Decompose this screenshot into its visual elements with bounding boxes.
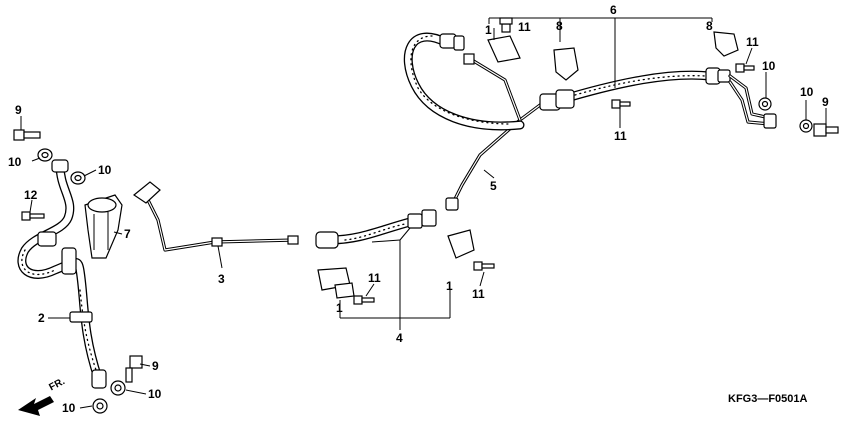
- hose-bracket: [553, 47, 579, 81]
- bolt-icon: [611, 99, 631, 109]
- callout-10: 10: [62, 401, 76, 415]
- hose-joint: [61, 247, 77, 275]
- callout-6: 6: [610, 3, 617, 17]
- middle-brake-hose: [315, 209, 437, 249]
- callout-3: 3: [218, 272, 225, 286]
- banjo-fitting: [51, 159, 69, 173]
- callout-12: 12: [24, 188, 38, 202]
- hose-bracket: [84, 194, 123, 259]
- callout-11: 11: [472, 287, 485, 301]
- callout-5: 5: [490, 179, 497, 193]
- callout-1: 1: [336, 301, 343, 315]
- sealing-washer-icon: [799, 119, 813, 133]
- callout-11: 11: [746, 35, 759, 49]
- callout-4: 4: [396, 331, 403, 345]
- hose-clamp: [447, 229, 475, 259]
- banjo-bolt-icon: [13, 129, 41, 141]
- banjo-bolt-icon: [125, 355, 143, 383]
- callout-10: 10: [98, 163, 112, 177]
- banjo-fitting: [91, 369, 107, 389]
- hose-bracket: [713, 31, 739, 57]
- hose-joint: [37, 231, 57, 247]
- bolt-icon: [735, 63, 755, 73]
- upper-brake-hose: [403, 32, 525, 131]
- callout-1: 1: [485, 23, 492, 37]
- callout-10: 10: [800, 85, 814, 99]
- callout-10: 10: [8, 155, 22, 169]
- callout-7: 7: [124, 227, 131, 241]
- callout-labels: 9 10 10 12 7 2 3 9 10 10 5 4 1 1 11 11 1…: [8, 3, 829, 415]
- callout-11: 11: [368, 271, 381, 285]
- front-direction-arrow-icon: FR.: [18, 376, 67, 416]
- sealing-washer-icon: [758, 97, 772, 111]
- bolt-icon: [21, 211, 45, 221]
- leader-lines: [20, 17, 827, 409]
- callout-10: 10: [148, 387, 162, 401]
- callout-9: 9: [15, 103, 22, 117]
- bolt-icon: [353, 295, 375, 305]
- hose-clamp: [69, 311, 93, 323]
- brake-pipe: [132, 181, 299, 252]
- sealing-washer-icon: [37, 148, 53, 162]
- callout-9: 9: [152, 359, 159, 373]
- callout-11: 11: [518, 20, 531, 34]
- callout-11: 11: [614, 129, 627, 143]
- sealing-washer-icon: [70, 171, 86, 185]
- brake-pipe: [445, 53, 542, 211]
- rear-brake-hose: [539, 67, 777, 129]
- hose-clamp: [487, 35, 521, 63]
- callout-9: 9: [822, 95, 829, 109]
- callout-8: 8: [706, 19, 713, 33]
- hose-clamp: [317, 267, 355, 299]
- callout-10: 10: [762, 59, 776, 73]
- left-brake-hose: [17, 159, 107, 389]
- sealing-washer-icon: [110, 380, 126, 396]
- sealing-washer-icon: [92, 398, 108, 414]
- callout-2: 2: [38, 311, 45, 325]
- bolt-icon: [499, 17, 513, 33]
- callout-8: 8: [556, 19, 563, 33]
- bolt-icon: [473, 261, 495, 271]
- banjo-bolt-icon: [813, 123, 839, 137]
- direction-label: FR.: [47, 376, 67, 393]
- figure-code: KFG3—F0501A: [728, 393, 808, 405]
- callout-1: 1: [446, 279, 453, 293]
